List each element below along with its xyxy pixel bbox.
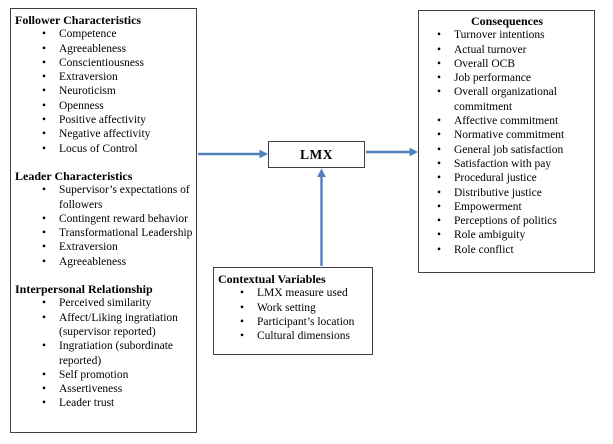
- list-item: Distributive justice: [437, 186, 591, 201]
- list-item: Cultural dimensions: [240, 329, 369, 344]
- list-item: Negative affectivity: [42, 127, 193, 142]
- interpersonal-relationship-section: Interpersonal Relationship Perceived sim…: [15, 282, 193, 411]
- interpersonal-relationship-title: Interpersonal Relationship: [15, 282, 153, 297]
- antecedents-box: Follower Characteristics CompetenceAgree…: [10, 8, 197, 433]
- list-item: Leader trust: [42, 396, 193, 411]
- list-item: Procedural justice: [437, 171, 591, 186]
- list-item: Work setting: [240, 301, 369, 316]
- list-item: Empowerment: [437, 200, 591, 215]
- list-item: Transformational Leadership: [42, 226, 193, 241]
- list-item: Affect/Liking ingratiation (supervisor r…: [42, 311, 193, 340]
- consequences-list: Turnover intentionsActual turnoverOveral…: [423, 28, 591, 257]
- list-item: LMX measure used: [240, 286, 369, 301]
- follower-characteristics-section: Follower Characteristics CompetenceAgree…: [15, 13, 193, 156]
- arrow-contextual-to-lmx: [317, 168, 326, 266]
- list-item: Role conflict: [437, 243, 591, 258]
- interpersonal-relationship-list: Perceived similarityAffect/Liking ingrat…: [15, 296, 193, 411]
- consequences-title: Consequences: [470, 14, 543, 28]
- list-item: Openness: [42, 99, 193, 114]
- list-item: Actual turnover: [437, 43, 591, 58]
- arrow-lmx-to-consequences: [366, 147, 418, 157]
- list-item: Supervisor’s expectations of followers: [42, 183, 193, 212]
- list-item: Extraversion: [42, 70, 193, 85]
- arrow-antecedents-to-lmx: [198, 149, 268, 159]
- list-item: Turnover intentions: [437, 28, 591, 43]
- list-item: Contingent reward behavior: [42, 212, 193, 227]
- list-item: Positive affectivity: [42, 113, 193, 128]
- list-item: Assertiveness: [42, 382, 193, 397]
- leader-characteristics-list: Supervisor’s expectations of followersCo…: [15, 183, 193, 269]
- list-item: Perceptions of politics: [437, 214, 591, 229]
- contextual-variables-title: Contextual Variables: [218, 272, 326, 286]
- leader-characteristics-title: Leader Characteristics: [15, 168, 133, 183]
- consequences-box: Consequences Turnover intentionsActual t…: [418, 10, 595, 273]
- list-item: Job performance: [437, 71, 591, 86]
- lmx-box: LMX: [268, 141, 365, 168]
- list-item: Agreeableness: [42, 42, 193, 57]
- leader-characteristics-section: Leader Characteristics Supervisor’s expe…: [15, 169, 193, 269]
- follower-characteristics-list: CompetenceAgreeablenessConscientiousness…: [15, 27, 193, 156]
- list-item: Neuroticism: [42, 84, 193, 99]
- list-item: Participant’s location: [240, 315, 369, 330]
- list-item: Conscientiousness: [42, 56, 193, 71]
- list-item: Extraversion: [42, 240, 193, 255]
- list-item: Ingratiation (subordinate reported): [42, 339, 193, 368]
- lmx-label: LMX: [300, 146, 333, 162]
- list-item: Affective commitment: [437, 114, 591, 129]
- list-item: Locus of Control: [42, 142, 193, 157]
- list-item: Satisfaction with pay: [437, 157, 591, 172]
- list-item: General job satisfaction: [437, 143, 591, 158]
- list-item: Role ambiguity: [437, 228, 591, 243]
- list-item: Agreeableness: [42, 255, 193, 270]
- list-item: Overall organizational commitment: [437, 85, 591, 114]
- list-item: Competence: [42, 27, 193, 42]
- follower-characteristics-title: Follower Characteristics: [15, 13, 142, 27]
- contextual-variables-box: Contextual Variables LMX measure usedWor…: [213, 267, 373, 355]
- list-item: Overall OCB: [437, 57, 591, 72]
- list-item: Perceived similarity: [42, 296, 193, 311]
- list-item: Normative commitment: [437, 128, 591, 143]
- list-item: Self promotion: [42, 368, 193, 383]
- contextual-variables-list: LMX measure usedWork settingParticipant’…: [218, 286, 369, 343]
